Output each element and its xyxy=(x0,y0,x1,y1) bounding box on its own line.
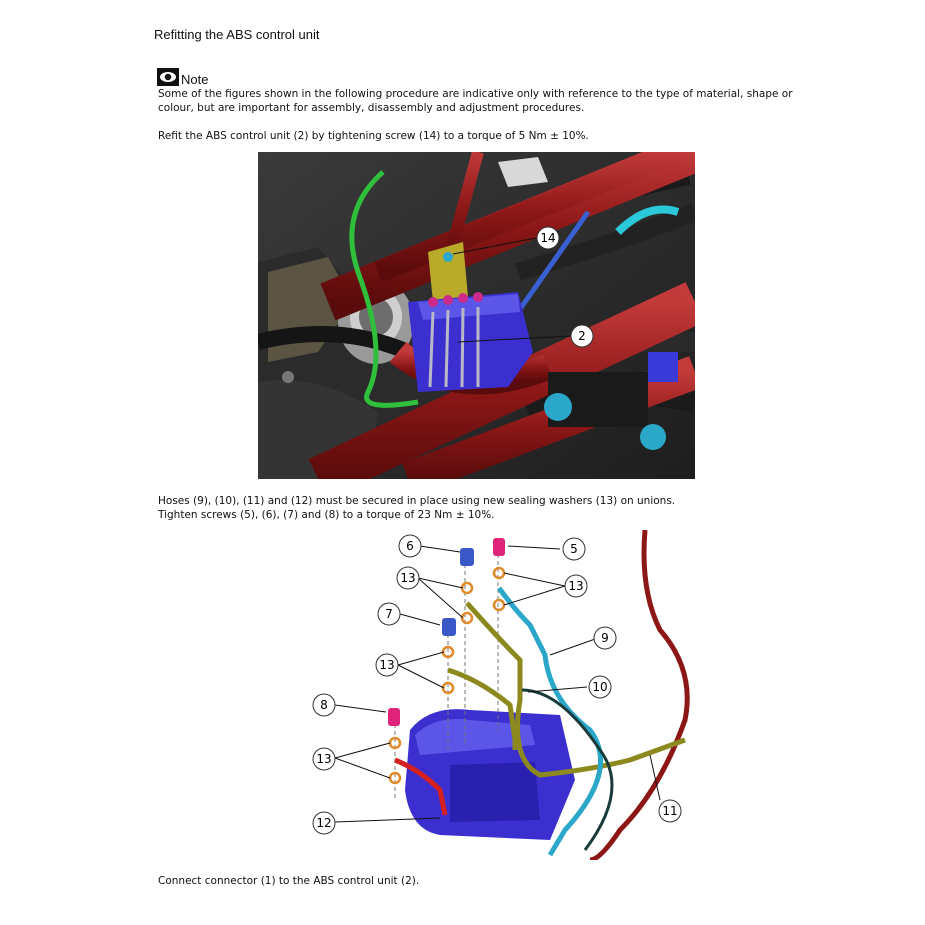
callout-10-label: 10 xyxy=(592,680,607,694)
callout-11-label: 11 xyxy=(662,804,677,818)
callout-13b-label: 13 xyxy=(568,579,583,593)
callout-2-label: 2 xyxy=(578,329,586,343)
callout-8-label: 8 xyxy=(320,698,328,712)
step-hoses-line2: Tighten screws (5), (6), (7) and (8) to … xyxy=(158,509,495,521)
callout-2: 2 xyxy=(570,324,594,348)
callout-13c-label: 13 xyxy=(379,658,394,672)
step-abs-refit: Refit the ABS control unit (2) by tighte… xyxy=(158,130,589,142)
callout-13d-label: 13 xyxy=(316,752,331,766)
step-connect-connector: Connect connector (1) to the ABS control… xyxy=(158,875,420,887)
callout-14-label: 14 xyxy=(540,231,555,245)
callout-5-label: 5 xyxy=(570,542,578,556)
eye-icon xyxy=(157,67,179,86)
abs-hoses-exploded-figure: 6 5 13 13 7 9 13 10 8 13 11 12 xyxy=(300,530,700,860)
page-title: Refitting the ABS control unit xyxy=(154,27,320,42)
callout-9-label: 9 xyxy=(601,631,609,645)
note-text: Some of the figures shown in the followi… xyxy=(158,88,793,114)
callout-13a-label: 13 xyxy=(400,571,415,585)
callout-12-label: 12 xyxy=(316,816,331,830)
callout-7-label: 7 xyxy=(385,607,393,621)
note-header: Note xyxy=(157,66,208,87)
note-label: Note xyxy=(181,72,209,87)
abs-unit-installed-figure: 14 2 xyxy=(258,152,695,479)
step-hoses-line1: Hoses (9), (10), (11) and (12) must be s… xyxy=(158,495,676,507)
callout-14: 14 xyxy=(536,226,560,250)
step-hoses: Hoses (9), (10), (11) and (12) must be s… xyxy=(158,494,675,522)
callout-6-label: 6 xyxy=(406,539,414,553)
